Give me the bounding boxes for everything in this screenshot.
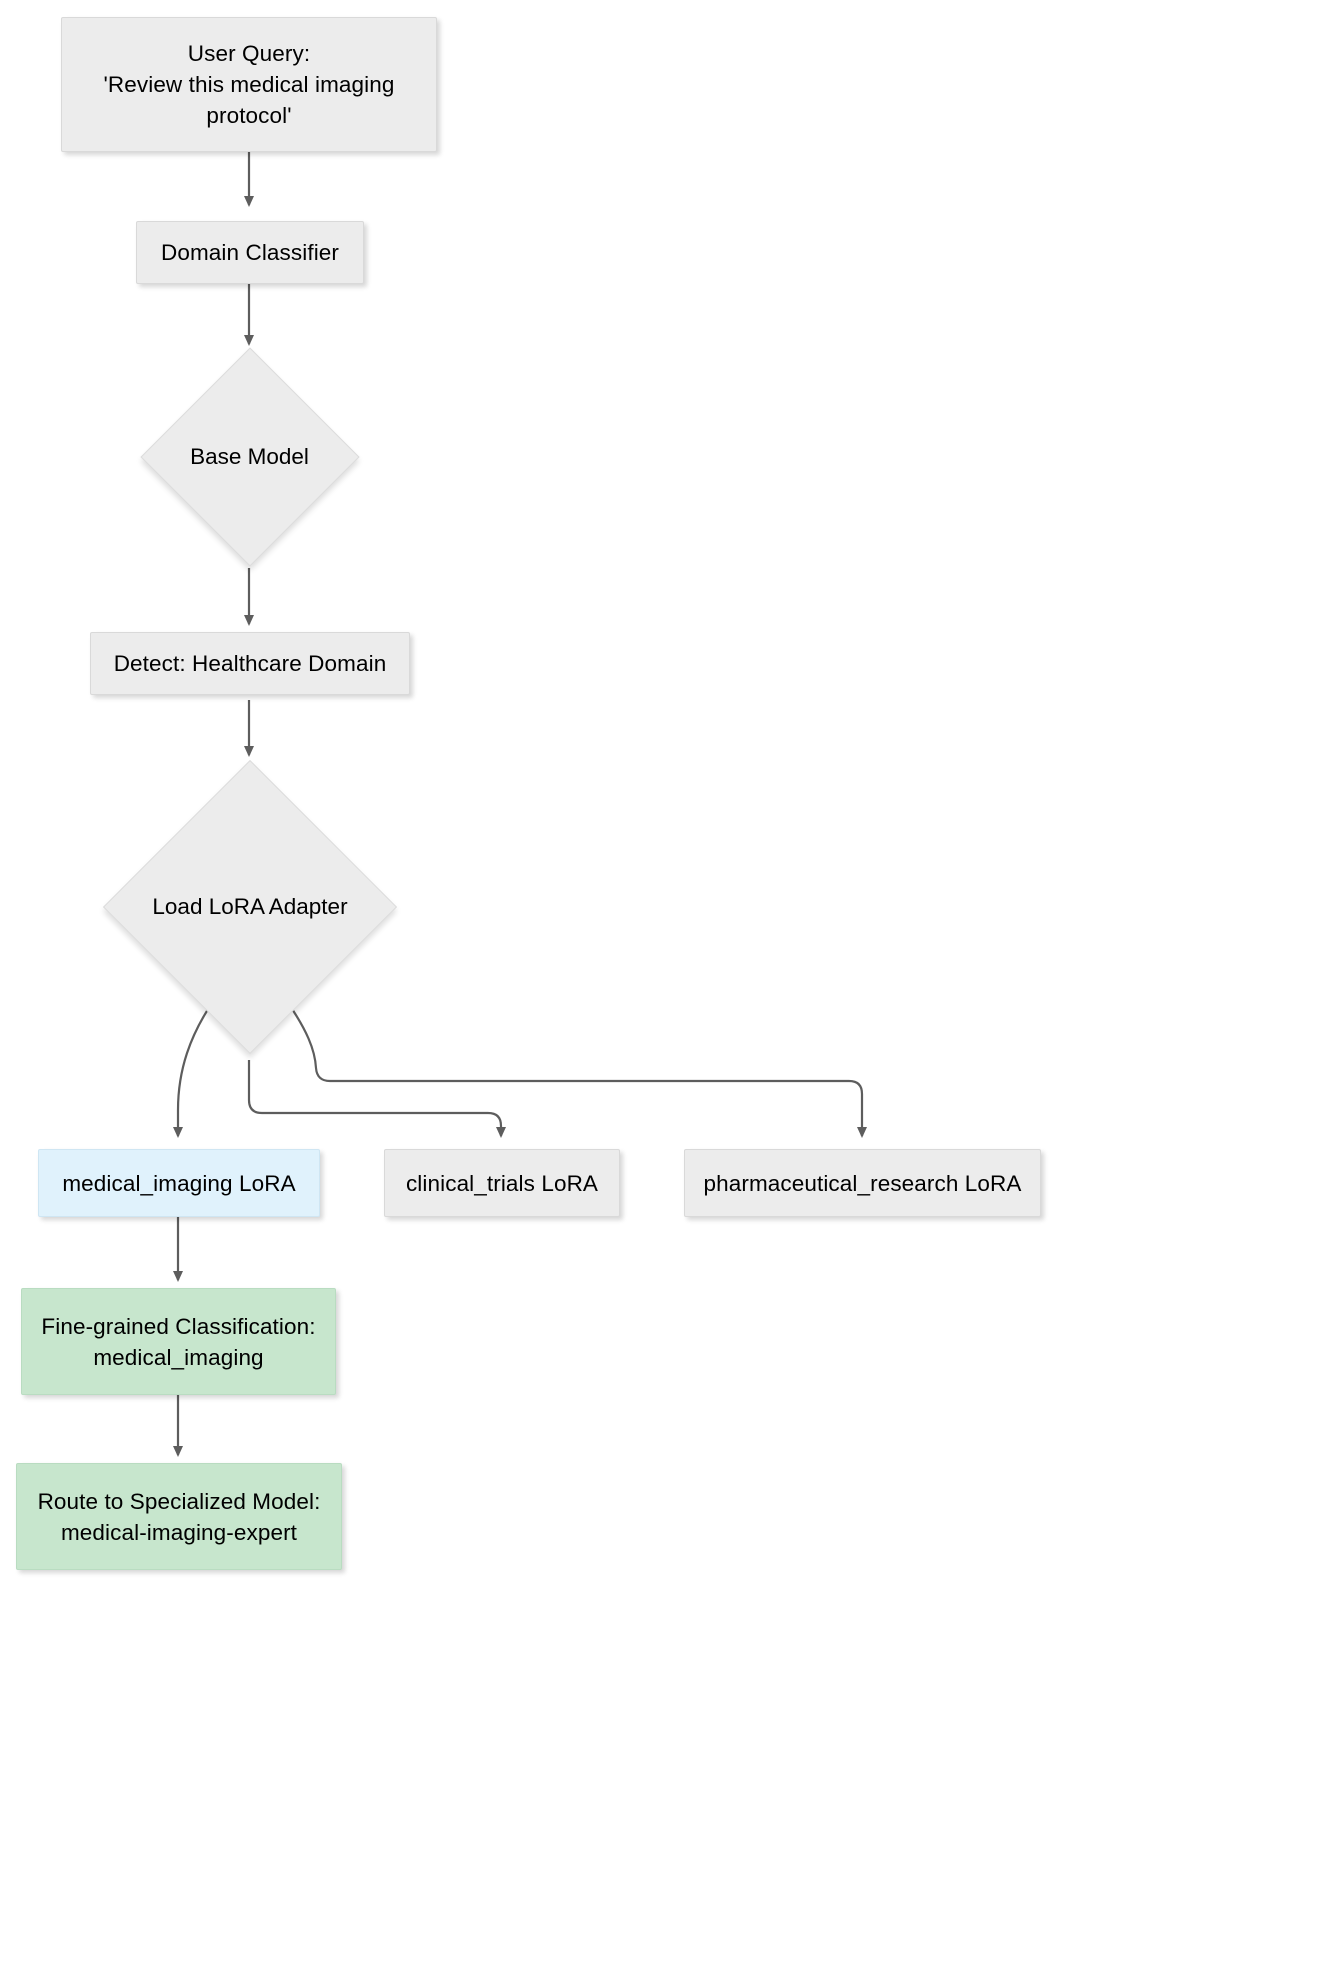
node-pharmaceutical-research-lora[interactable]: pharmaceutical_research LoRA — [684, 1149, 1041, 1217]
node-user-query[interactable]: User Query: 'Review this medical imaging… — [61, 17, 437, 152]
node-route-to-specialized-model-label: Route to Specialized Model: medical-imag… — [37, 1488, 321, 1545]
node-load-lora-adapter-label: Load LoRA Adapter — [152, 894, 348, 919]
edge-load-lora-adapter-to-clinical-trials-lora — [247, 1060, 506, 1138]
node-domain-classifier[interactable]: Domain Classifier — [136, 221, 364, 284]
node-pharmaceutical-research-lora-label: pharmaceutical_research LoRA — [703, 1170, 1022, 1196]
node-load-lora-adapter[interactable]: Load LoRA Adapter — [102, 759, 398, 1055]
node-medical-imaging-lora-label: medical_imaging LoRA — [62, 1170, 296, 1196]
node-detect-healthcare-domain-label: Detect: Healthcare Domain — [113, 651, 387, 676]
node-detect-healthcare-domain[interactable]: Detect: Healthcare Domain — [90, 632, 410, 695]
node-domain-classifier-label: Domain Classifier — [161, 240, 339, 265]
node-clinical-trials-lora[interactable]: clinical_trials LoRA — [384, 1149, 620, 1217]
node-route-to-specialized-model[interactable]: Route to Specialized Model: medical-imag… — [16, 1463, 342, 1570]
node-clinical-trials-lora-label: clinical_trials LoRA — [405, 1170, 599, 1196]
node-base-model[interactable]: Base Model — [139, 346, 360, 567]
node-fine-grained-classification[interactable]: Fine-grained Classification: medical_ima… — [21, 1288, 336, 1395]
node-user-query-label: User Query: 'Review this medical imaging… — [103, 41, 395, 128]
node-medical-imaging-lora[interactable]: medical_imaging LoRA — [38, 1149, 320, 1217]
node-fine-grained-classification-label: Fine-grained Classification: medical_ima… — [41, 1313, 316, 1370]
node-base-model-label: Base Model — [190, 443, 309, 469]
